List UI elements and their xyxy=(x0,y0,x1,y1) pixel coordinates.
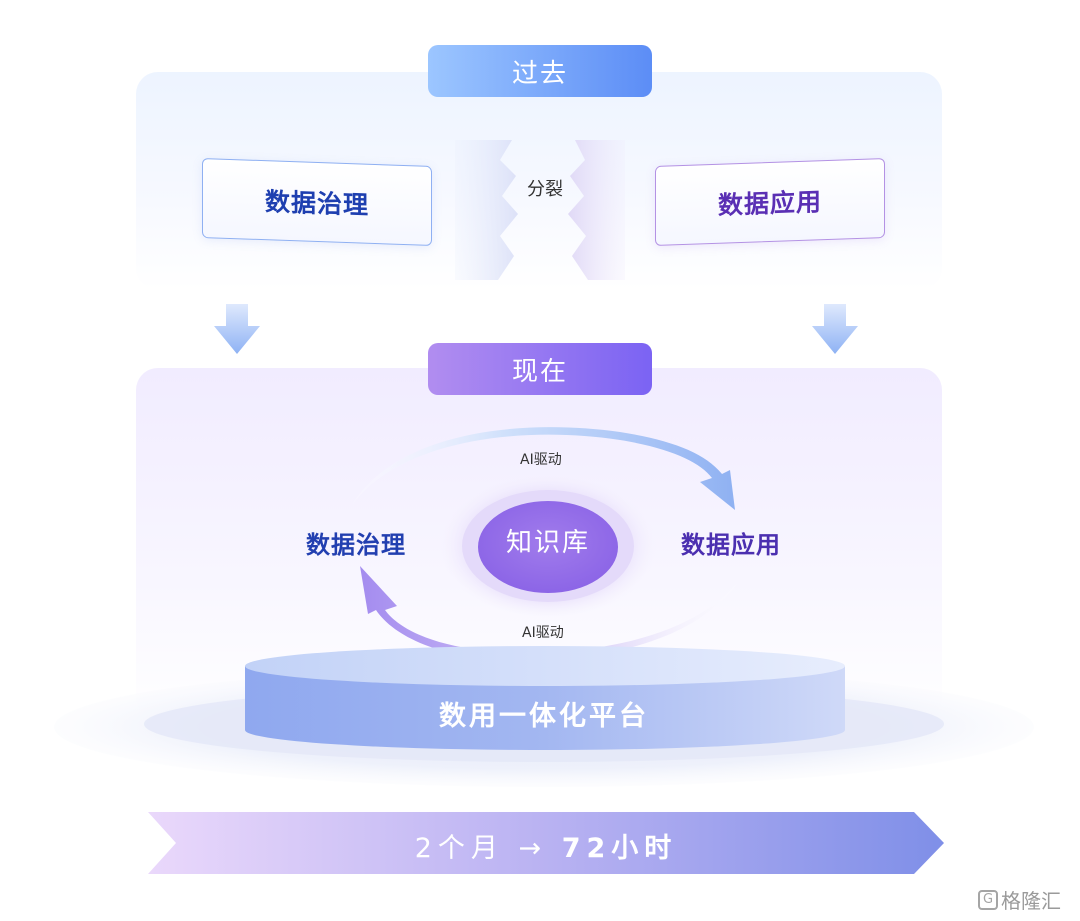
now-governance-label: 数据治理 xyxy=(306,531,406,559)
watermark-logo-icon: G xyxy=(978,889,998,910)
down-arrow-right-icon xyxy=(812,304,858,354)
time-banner xyxy=(148,812,944,874)
time-banner-label: 2个月 → 72小时 xyxy=(148,826,944,865)
now-application-label: 数据应用 xyxy=(681,531,781,559)
past-title: 过去 xyxy=(428,45,652,97)
down-arrow-left-icon xyxy=(214,304,260,354)
watermark-text: 格隆汇 xyxy=(1001,889,1061,913)
banner-arrow-icon: → xyxy=(518,833,548,864)
banner-from: 2个月 xyxy=(414,833,504,864)
platform-cylinder xyxy=(245,646,845,750)
watermark: G 格隆汇 xyxy=(978,885,1061,914)
ai-driven-top-label: AI驱动 xyxy=(520,452,562,468)
banner-to: 72小时 xyxy=(561,833,678,864)
knowledge-base-label: 知识库 xyxy=(505,528,590,558)
now-title: 现在 xyxy=(428,343,652,395)
knowledge-base-icon xyxy=(478,501,618,593)
platform-label: 数用一体化平台 xyxy=(439,701,649,732)
ai-driven-bottom-label: AI驱动 xyxy=(522,625,564,641)
split-label: 分裂 xyxy=(527,179,563,200)
